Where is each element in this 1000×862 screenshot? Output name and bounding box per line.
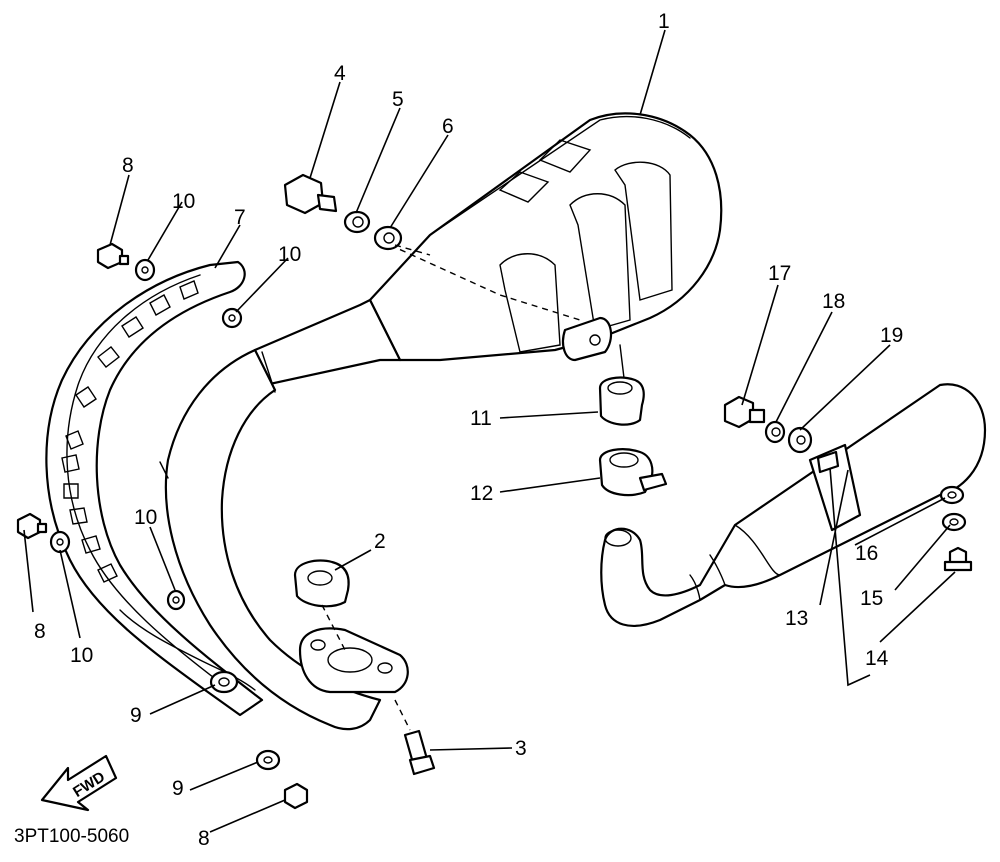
callout-13: 13 [785, 607, 808, 630]
callout-2: 2 [374, 530, 386, 553]
bolt-part-17 [723, 395, 766, 429]
plain-washer-part-19 [787, 426, 813, 454]
callout-14: 14 [865, 647, 889, 670]
bolt-part-14 [943, 546, 973, 572]
callout-6: 6 [442, 115, 454, 138]
exhaust-pipe-muffler-part-1 [159, 112, 723, 731]
clamp-part-12 [598, 448, 668, 497]
callout-10-upper-left: 10 [172, 190, 195, 213]
bolt-part-4 [283, 173, 338, 215]
washer-part-10-upper-left [134, 258, 156, 282]
bolt-part-8-upper [96, 242, 130, 270]
collar-part-9-upper [209, 670, 239, 694]
spring-washer-part-5 [343, 210, 371, 234]
callout-8-upper: 8 [122, 154, 134, 177]
washer-part-16 [939, 485, 965, 505]
callout-9-lower: 9 [172, 777, 184, 800]
callout-8-left: 8 [34, 620, 46, 643]
plain-washer-part-6 [373, 225, 403, 251]
callout-9-upper: 9 [130, 704, 142, 727]
washer-part-10-upper-right [221, 307, 243, 329]
callout-15: 15 [860, 587, 883, 610]
callout-17: 17 [768, 262, 791, 285]
callout-11: 11 [470, 407, 492, 430]
callout-16: 16 [855, 542, 878, 565]
washer-part-15 [941, 512, 967, 532]
callout-3: 3 [515, 737, 527, 760]
callout-10-left: 10 [70, 644, 93, 667]
bolt-part-8-left [16, 512, 48, 540]
callout-labels: 1 2 3 4 5 6 7 8 8 8 9 9 10 10 10 10 11 1… [34, 10, 903, 850]
callout-18: 18 [822, 290, 845, 313]
forward-direction-arrow-icon: FWD [40, 754, 118, 812]
spring-washer-part-18 [764, 420, 786, 444]
callout-10-upper-right: 10 [278, 243, 301, 266]
collar-part-9-lower [255, 749, 281, 771]
grommet-part-11 [598, 344, 645, 426]
washer-part-10-left [49, 530, 71, 554]
washer-part-10-lower [166, 589, 186, 611]
diagram-code: 3PT100-5060 [14, 826, 129, 847]
callout-4: 4 [334, 62, 346, 85]
gasket-part-2 [293, 559, 350, 651]
callout-12: 12 [470, 482, 493, 505]
callout-19: 19 [880, 324, 903, 347]
callout-8-lower: 8 [198, 827, 210, 850]
leader-lines [23, 29, 956, 833]
callout-10-lower: 10 [134, 506, 157, 529]
bolt-part-3 [394, 699, 436, 776]
bolt-part-8-lower [283, 782, 309, 810]
callout-7: 7 [234, 206, 246, 229]
callout-5: 5 [392, 88, 404, 111]
silencer-part-13 [600, 383, 987, 627]
callout-1: 1 [658, 10, 670, 33]
